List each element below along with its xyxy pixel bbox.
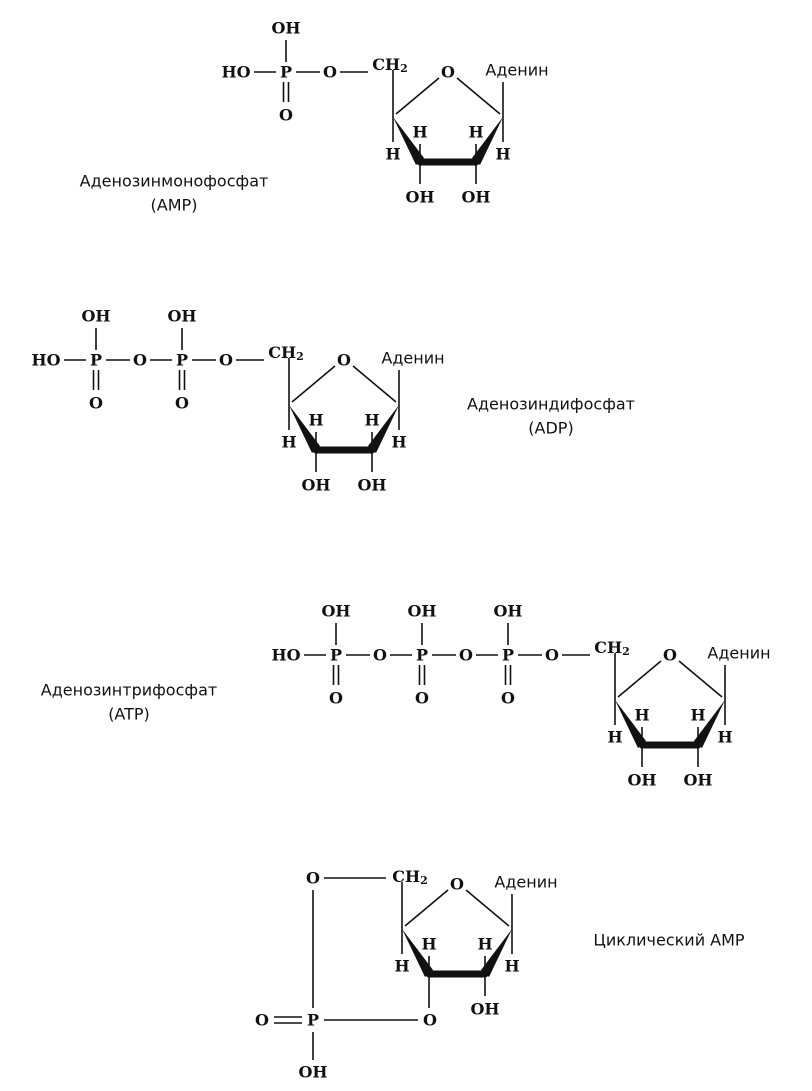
- hydrogen: H: [495, 145, 510, 164]
- hydrogen: H: [717, 728, 732, 747]
- adenine-label: Аденин: [485, 61, 548, 80]
- phosphate-oxo: O: [175, 394, 189, 413]
- hydroxyl: OH: [357, 476, 386, 495]
- phosphate-oxo: O: [279, 106, 293, 125]
- phosphorus: P: [280, 63, 292, 82]
- phosphate-oh: OH: [298, 1063, 327, 1082]
- ring-bond: [678, 660, 723, 698]
- adenine-label: Аденин: [381, 349, 444, 368]
- hydrogen: H: [391, 433, 406, 452]
- phosphorus: P: [330, 646, 342, 665]
- bridging-oxygen: O: [545, 646, 559, 665]
- molecule-name: Аденозинмонофосфат: [80, 172, 269, 191]
- terminal-hydroxyl: HO: [271, 646, 300, 665]
- phosphate-oxo: O: [89, 394, 103, 413]
- hydroxyl: OH: [627, 771, 656, 790]
- ring-oxygen: O: [450, 875, 464, 894]
- hydrogen: H: [421, 935, 436, 954]
- molecule-name: Аденозиндифосфат: [467, 395, 635, 414]
- molecule-abbreviation: (ADP): [528, 419, 573, 438]
- ring-wedge-bond: [615, 700, 646, 748]
- hydrogen: H: [364, 411, 379, 430]
- ring-wedge-bond: [694, 700, 725, 748]
- hydrogen: H: [468, 123, 483, 142]
- terminal-hydroxyl: HO: [31, 351, 60, 370]
- bridging-oxygen: O: [459, 646, 473, 665]
- adenine-label: Аденин: [494, 873, 557, 892]
- bridging-oxygen: O: [373, 646, 387, 665]
- molecule-abbreviation: (ATP): [108, 705, 150, 724]
- hydrogen: H: [308, 411, 323, 430]
- phosphate-oh: OH: [167, 307, 196, 326]
- hydrogen: H: [477, 935, 492, 954]
- molecule-name: Аденозинтрифосфат: [41, 681, 217, 700]
- phosphorus: P: [416, 646, 428, 665]
- bridging-oxygen: O: [133, 351, 147, 370]
- ch2-group: CH2: [268, 343, 304, 363]
- ring-ester-oxygen: O: [423, 1011, 437, 1030]
- hydrogen: H: [690, 706, 705, 725]
- bridging-oxygen: O: [323, 63, 337, 82]
- hydrogen: H: [412, 123, 427, 142]
- ring-wedge-bond: [393, 117, 424, 165]
- ring-oxygen: O: [663, 646, 677, 665]
- hydrogen: H: [607, 728, 622, 747]
- terminal-hydroxyl: HO: [221, 63, 250, 82]
- molecule-abbreviation: (AMP): [151, 196, 198, 215]
- ring-wedge-bond: [402, 929, 433, 977]
- ch2-group: CH2: [372, 55, 408, 75]
- phosphate-oh: OH: [321, 602, 350, 621]
- ring-wedge-bond: [368, 405, 399, 453]
- ring-bond: [404, 889, 449, 927]
- hydrogen: H: [504, 957, 519, 976]
- phosphate-oxo: O: [415, 689, 429, 708]
- phosphate-oh: OH: [493, 602, 522, 621]
- ring-bond: [617, 660, 662, 698]
- phosphate-oxo: O: [501, 689, 515, 708]
- phosphate-oh: OH: [81, 307, 110, 326]
- adenine-label: Аденин: [707, 644, 770, 663]
- ch2-group: CH2: [392, 867, 428, 887]
- ring-wedge-bond: [481, 929, 512, 977]
- molecule-name: Циклический АМР: [593, 931, 745, 950]
- ring-wedge-bond: [289, 405, 320, 453]
- hydroxyl: OH: [461, 188, 490, 207]
- hydrogen: H: [394, 957, 409, 976]
- phosphate-oh: OH: [271, 19, 300, 38]
- hydroxyl: OH: [683, 771, 712, 790]
- ring-bond: [291, 365, 336, 403]
- phosphorus: P: [90, 351, 102, 370]
- phosphate-oxo: O: [255, 1011, 269, 1030]
- ring-bond: [456, 77, 501, 115]
- bridging-oxygen: O: [219, 351, 233, 370]
- cyclic-oxygen: O: [306, 869, 320, 888]
- phosphate-oh: OH: [407, 602, 436, 621]
- hydroxyl: OH: [405, 188, 434, 207]
- hydroxyl: OH: [470, 1000, 499, 1019]
- hydrogen: H: [281, 433, 296, 452]
- phosphate-oxo: O: [329, 689, 343, 708]
- ring-oxygen: O: [441, 63, 455, 82]
- phosphorus: P: [176, 351, 188, 370]
- hydrogen: H: [385, 145, 400, 164]
- ring-bond: [352, 365, 397, 403]
- ring-bond: [465, 889, 510, 927]
- ring-oxygen: O: [337, 351, 351, 370]
- phosphorus: P: [307, 1011, 319, 1030]
- phosphorus: P: [502, 646, 514, 665]
- ring-wedge-bond: [472, 117, 503, 165]
- hydroxyl: OH: [301, 476, 330, 495]
- hydrogen: H: [634, 706, 649, 725]
- ch2-group: CH2: [594, 638, 630, 658]
- ring-bond: [395, 77, 440, 115]
